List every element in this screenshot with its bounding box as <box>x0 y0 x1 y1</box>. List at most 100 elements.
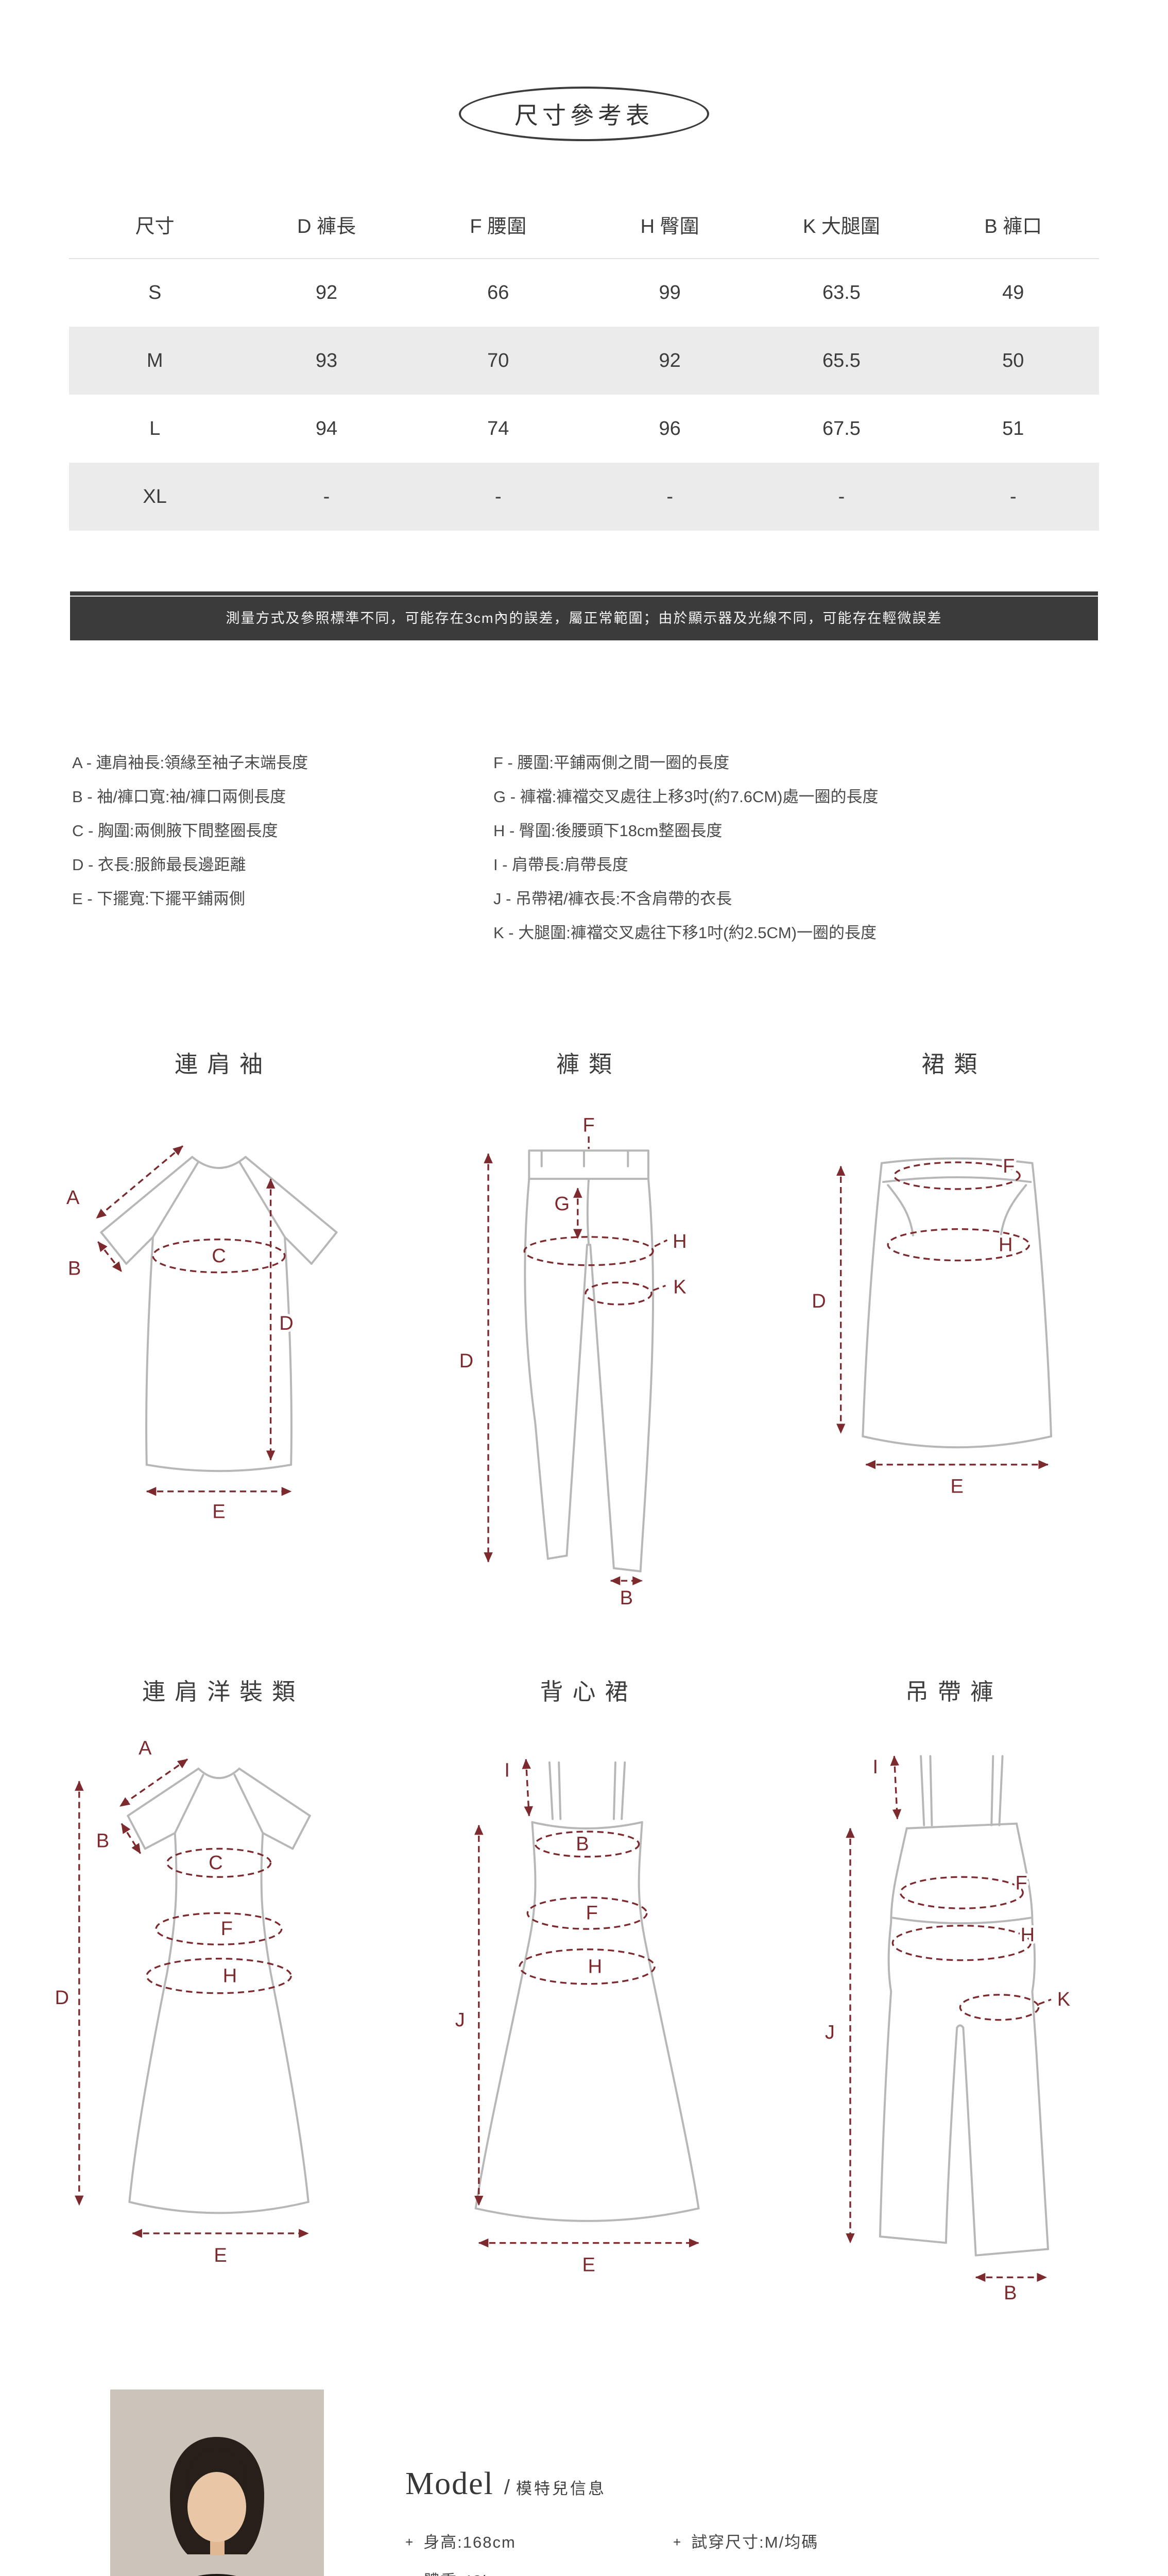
mark-b-label: B <box>68 1258 81 1279</box>
section-title-skirt: 裙類 <box>921 1051 987 1077</box>
size-value: 49 <box>1002 282 1024 303</box>
size-label: S <box>148 282 162 303</box>
size-value: 67.5 <box>822 417 861 439</box>
measurement-notice: 測量方式及參照標準不同，可能存在3cm內的誤差，屬正常範圍；由於顯示器及光線不同… <box>70 591 1098 640</box>
model-subtitle: 模特兒信息 <box>516 2480 606 2498</box>
model-info: Model / 模特兒信息 +身高:168cm +試穿尺寸:M/均碼 +體重:4… <box>405 2389 818 2576</box>
mark-j-label: J <box>455 2009 465 2031</box>
size-value: 94 <box>315 417 338 439</box>
size-value: 66 <box>487 282 509 303</box>
vest-dress-measurements: I B F H J E <box>453 1757 699 2278</box>
vest-dress-diagram: I B F H J E <box>453 1757 700 2278</box>
mark-a-label: A <box>139 1738 152 1759</box>
raglan-top-diagram: A B C D E <box>64 1145 338 1526</box>
model-height: +身高:168cm <box>405 2529 673 2552</box>
mark-j-label: J <box>825 2022 835 2043</box>
mark-b-label: B <box>620 1587 633 1609</box>
size-label: L <box>149 417 161 439</box>
size-value: 65.5 <box>822 349 861 371</box>
size-value: 96 <box>659 417 681 439</box>
diagram-vest-dress: 背心裙 I B F <box>401 1673 766 2299</box>
size-value: - <box>323 485 330 507</box>
mark-i-label: I <box>504 1759 510 1781</box>
title-wrap: 尺寸參考表 <box>0 87 1168 141</box>
mark-h-label: H <box>1021 1924 1035 1946</box>
mark-h-label: H <box>222 1965 236 1987</box>
skirt-diagram: F H D E <box>810 1153 1053 1500</box>
mark-f-label: F <box>582 1115 594 1137</box>
column-header: F 腰圍 <box>412 191 584 259</box>
pants-outline <box>524 1149 655 1572</box>
legend-left-column: A - 連肩袖長:領緣至袖子末端長度 B - 袖/褲口寬:袖/褲口兩側長度 C … <box>72 746 493 950</box>
mark-d-label: D <box>812 1291 827 1312</box>
mark-g-label: G <box>555 1193 570 1215</box>
page-title: 尺寸參考表 <box>514 102 654 129</box>
mark-f-label: F <box>586 1903 598 1924</box>
model-photo-illustration: @蹦蹦 <box>110 2389 324 2576</box>
mark-h-label: H <box>673 1231 687 1252</box>
table-row: M 93 70 92 65.5 50 <box>69 327 1099 395</box>
size-value: 99 <box>659 282 681 303</box>
mark-b-label: B <box>96 1830 109 1852</box>
overalls-outline <box>879 1755 1050 2257</box>
section-title-raglan-dress: 連肩洋裝類 <box>142 1679 305 1705</box>
size-value: 92 <box>659 349 681 371</box>
mark-d-label: D <box>55 1987 68 2009</box>
size-value: 92 <box>315 282 338 303</box>
legend-item: C - 胸圍:兩側腋下間整圈長度 <box>72 822 278 840</box>
size-label: M <box>146 349 163 371</box>
mark-a-label: A <box>66 1187 80 1209</box>
mark-c-label: C <box>212 1245 226 1267</box>
diagram-raglan-dress: 連肩洋裝類 A <box>36 1673 401 2299</box>
model-title-row: Model / 模特兒信息 <box>405 2466 818 2502</box>
model-fit-size-value: 試穿尺寸:M/均碼 <box>691 2533 819 2551</box>
size-table: 尺寸 D 褲長 F 腰圍 H 臀圍 K 大腿圍 B 褲口 S 92 66 99 … <box>69 191 1099 531</box>
legend-item: G - 褲襠:褲襠交叉處往上移3吋(約7.6CM)處一圈的長度 <box>493 788 879 806</box>
column-header: 尺寸 <box>69 191 241 259</box>
legend-item: H - 臀圍:後腰頭下18cm整圈長度 <box>493 822 723 840</box>
model-weight: +體重:43kg <box>405 2568 673 2576</box>
pants-diagram: F G H K D B <box>457 1112 690 1612</box>
column-header: B 褲口 <box>927 191 1099 259</box>
legend-item: E - 下擺寬:下擺平鋪兩側 <box>72 890 245 908</box>
model-title: Model <box>405 2466 494 2501</box>
model-title-separator: / <box>504 2476 510 2499</box>
legend-item: I - 肩帶長:肩帶長度 <box>493 856 628 874</box>
section-title-pants: 褲類 <box>556 1051 621 1077</box>
legend-item: J - 吊帶裙/褲衣長:不含肩帶的衣長 <box>493 890 732 908</box>
model-weight-value: 體重:43kg <box>423 2572 502 2576</box>
size-value: - <box>666 485 673 507</box>
model-photo: @蹦蹦 <box>110 2389 324 2576</box>
mark-k-label: K <box>1057 1989 1070 2010</box>
mark-b-label: B <box>1004 2282 1017 2304</box>
section-title-vest-dress: 背心裙 <box>540 1679 638 1705</box>
diagram-raglan-top: 連肩袖 A <box>36 1045 401 1606</box>
diagram-row-2: 連肩洋裝類 A <box>0 1673 1168 2307</box>
size-label: XL <box>143 485 167 507</box>
mark-d-label: D <box>279 1313 294 1334</box>
mark-f-label: F <box>1003 1156 1015 1177</box>
table-row: XL - - - - - <box>69 463 1099 531</box>
model-section: @蹦蹦 Model / 模特兒信息 +身高:168cm +試穿尺寸:M/均碼 +… <box>0 2389 1168 2576</box>
mark-f-label: F <box>220 1918 232 1940</box>
size-value: 50 <box>1002 349 1024 371</box>
mark-h-label: H <box>999 1234 1013 1256</box>
model-fit-size: +試穿尺寸:M/均碼 <box>673 2529 818 2552</box>
legend-item: B - 袖/褲口寬:袖/褲口兩側長度 <box>72 788 286 806</box>
mark-e-label: E <box>582 2254 595 2276</box>
overalls-measurements: I F H K J B <box>822 1754 1073 2307</box>
overalls-diagram: I F H K J B <box>822 1754 1073 2307</box>
legend-right-column: F - 腰圍:平鋪兩側之間一圈的長度 G - 褲襠:褲襠交叉處往上移3吋(約7.… <box>493 746 1132 950</box>
mark-f-label: F <box>1016 1873 1027 1894</box>
raglan-dress-outline <box>126 1767 311 2214</box>
diagram-row-1: 連肩袖 A <box>0 1045 1168 1612</box>
pants-measurements: F G H K D B <box>457 1112 690 1612</box>
measurement-legend: A - 連肩袖長:領緣至袖子末端長度 B - 袖/褲口寬:袖/褲口兩側長度 C … <box>0 746 1168 950</box>
skirt-outline <box>862 1157 1053 1449</box>
size-value: 70 <box>487 349 509 371</box>
diagram-pants: 褲類 F G <box>401 1045 766 1612</box>
mark-c-label: C <box>209 1852 223 1874</box>
table-row: S 92 66 99 63.5 49 <box>69 259 1099 327</box>
mark-b-label: B <box>576 1834 589 1855</box>
